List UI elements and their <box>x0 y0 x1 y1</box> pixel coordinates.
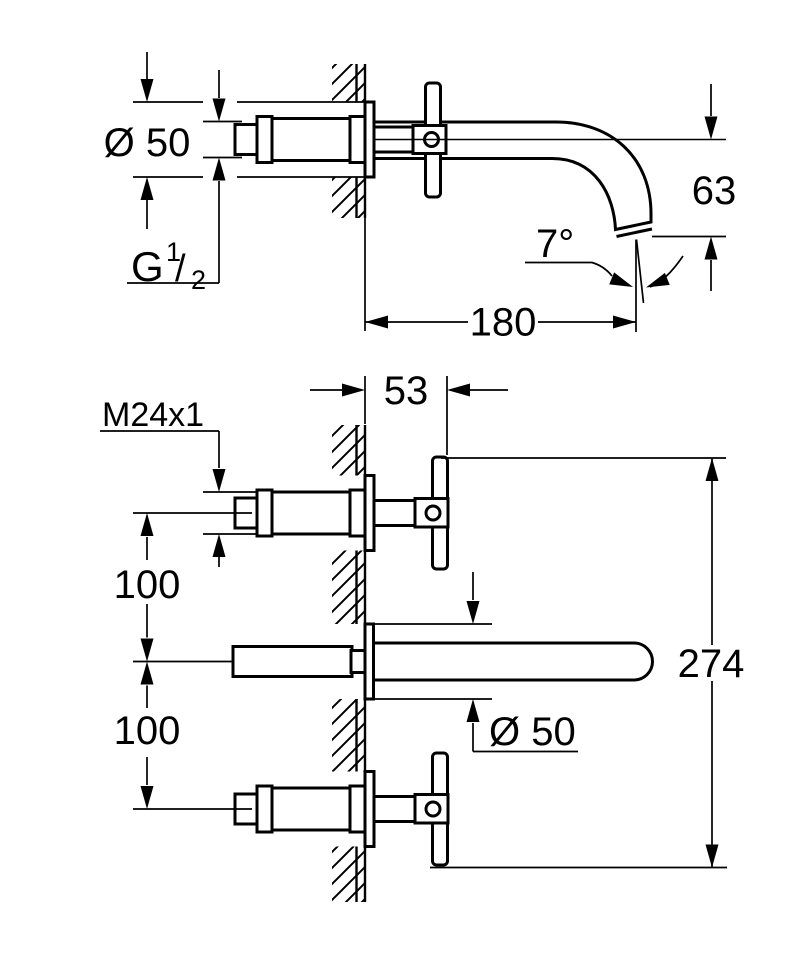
spout-wall-connector <box>349 649 367 674</box>
dimension-escutcheon-diameter-side: Ø 50 <box>104 52 365 229</box>
dim-wall-offset-53-label: 53 <box>384 369 429 413</box>
wall-pass-ring <box>348 115 367 164</box>
valve-collar <box>255 115 274 164</box>
dimension-spacing-upper: 100 <box>114 512 252 663</box>
side-view: Ø 50 G 1 / 2 63 <box>104 52 736 345</box>
front-view: 53 M24x1 100 100 <box>100 369 744 902</box>
wall-section-side <box>332 64 367 218</box>
dimension-spout-reach: 180 <box>364 218 636 345</box>
spout-supply-body <box>231 645 354 678</box>
dimension-spout-angle: 7° <box>525 222 684 332</box>
dim-angle-7deg-label: 7° <box>536 222 574 266</box>
lower-handle-assembly <box>233 751 450 867</box>
dim-spacing-upper-label: 100 <box>114 563 181 607</box>
spout-front <box>231 622 654 701</box>
inlet-nipple <box>233 123 259 156</box>
dimension-escutcheon-diameter-front: Ø 50 <box>374 572 578 754</box>
dim-drop-63-label: 63 <box>692 169 737 213</box>
valve-handle-assembly-side <box>233 81 726 238</box>
dim-overall-span-label: 274 <box>678 642 745 686</box>
thread-g-half-label: G 1 / 2 <box>131 226 206 295</box>
thread-m24-label: M24x1 <box>102 396 204 434</box>
dimension-spacing-lower: 100 <box>114 661 252 810</box>
valve-body <box>270 117 352 162</box>
dim-reach-180-label: 180 <box>470 301 537 345</box>
aerator-edge <box>616 227 653 238</box>
dimension-wall-offset: 53 <box>310 369 508 455</box>
upper-handle-assembly <box>233 455 450 571</box>
dimension-spout-drop: 63 <box>652 84 736 291</box>
tip-angle-line <box>635 239 645 304</box>
spout-tube <box>372 641 654 682</box>
dim-escutcheon-diameter-front-label: Ø 50 <box>489 710 576 754</box>
wall-section-front <box>332 425 367 902</box>
dimension-overall-span: 274 <box>430 457 745 869</box>
dimension-handle-thread: M24x1 <box>100 396 258 567</box>
dim-spacing-lower-label: 100 <box>114 709 181 753</box>
dim-escutcheon-diameter-label: Ø 50 <box>104 121 191 165</box>
dimension-inlet-thread: G 1 / 2 <box>127 70 242 295</box>
